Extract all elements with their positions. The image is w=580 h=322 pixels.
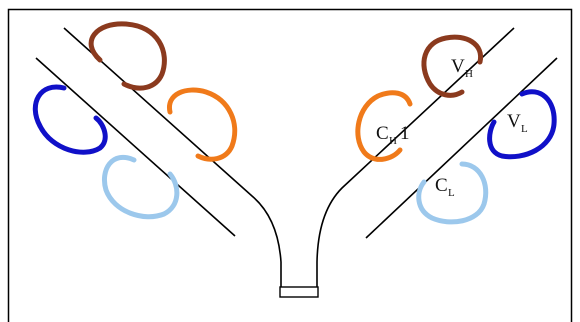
label-vl-sub: L (521, 123, 528, 135)
label-cl: C L (435, 175, 455, 199)
bottom-chamber (279, 286, 319, 298)
right-brown-loop (421, 34, 484, 98)
right-light-blue-loop (416, 161, 489, 225)
left-blue-loop (32, 84, 108, 155)
label-vh: V H (451, 56, 473, 80)
right-orange-loop (355, 90, 413, 162)
label-vl-main: V (507, 111, 521, 132)
label-vl: V L (507, 111, 528, 135)
left-tube-inner-wall (35, 57, 236, 237)
right-blue-loop (487, 89, 557, 160)
left-tube-outer-wall (63, 27, 282, 288)
right-tube-outer-wall (316, 27, 515, 288)
label-ch1-sub: H (389, 135, 397, 147)
right-tube-inner-wall (365, 57, 558, 239)
label-vh-sub: H (465, 68, 473, 80)
label-cl-main: C (435, 175, 448, 196)
label-ch1-suffix: 1 (400, 123, 410, 144)
label-ch1: C H 1 (376, 123, 410, 147)
border-frame (7, 8, 573, 322)
left-light-blue-loop (102, 154, 180, 220)
left-orange-loop (167, 87, 238, 162)
left-brown-loop (88, 21, 167, 91)
label-ch1-main: C (376, 123, 389, 144)
label-vh-main: V (451, 56, 465, 77)
label-cl-sub: L (448, 187, 455, 199)
